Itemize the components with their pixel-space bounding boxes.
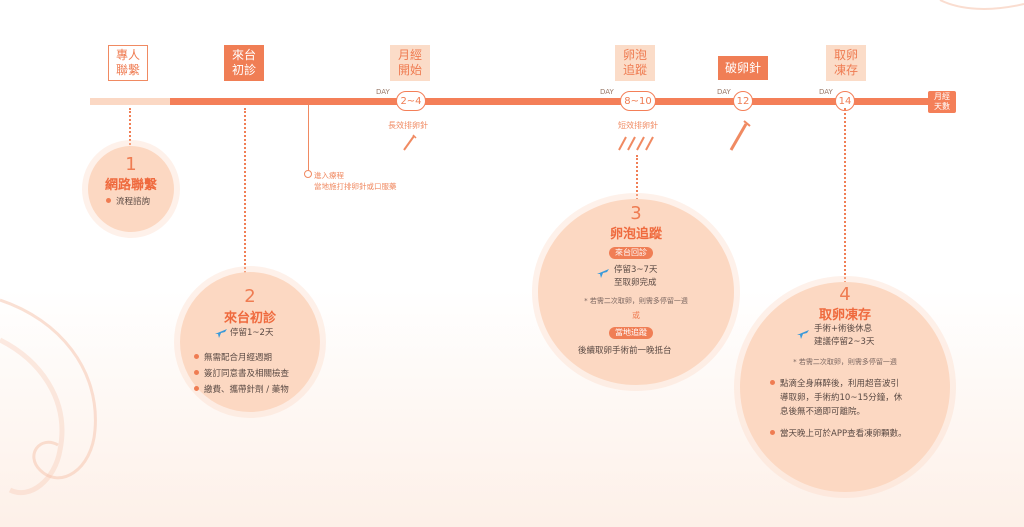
connector-3 xyxy=(636,155,638,200)
local-note-line xyxy=(308,105,309,173)
stage-visit: 來台 初診 xyxy=(224,45,264,81)
step3-note: * 若需二次取卵，則需多停留一週 xyxy=(584,297,688,305)
step2-circle: 2 來台初診 停留1~2天 無需配合月經週期 簽訂同意書及相關檢查 繳費、攜帶針… xyxy=(180,272,320,412)
local-note: 進入療程 當地施打排卵針或口服藥 xyxy=(314,171,397,191)
corner-decoration xyxy=(939,0,1024,10)
step4-item-1-line-3: 息後無不適即可離院。 xyxy=(780,407,866,417)
step3-or: 或 xyxy=(632,311,640,320)
cycle-day-label: 月經 天數 xyxy=(928,91,956,113)
step2-item-1: 無需配合月經週期 xyxy=(194,352,272,365)
day-label: DAY xyxy=(376,88,390,96)
day-label: DAY xyxy=(819,88,833,96)
stage-online: 專人 聯繫 xyxy=(108,45,148,81)
timeline-pre xyxy=(90,98,170,105)
stage-cycle-start: 月經 開始 xyxy=(390,45,430,81)
syringes-icon xyxy=(618,136,654,151)
stage-follicle: 卵泡 追蹤 xyxy=(615,45,655,81)
day-label: DAY xyxy=(600,88,614,96)
connector-4 xyxy=(844,108,846,283)
step3-local: 後續取卵手術前一晚抵台 xyxy=(578,346,672,356)
connector-2 xyxy=(244,108,246,273)
short-shot-label: 短效排卵針 xyxy=(618,121,658,130)
step1-circle: 1 網路聯繫 流程諮詢 xyxy=(88,146,174,232)
timeline-bar xyxy=(90,98,940,105)
plane-icon xyxy=(597,269,609,278)
local-note-dot xyxy=(304,170,312,178)
step3-stay-2: 至取卵完成 xyxy=(614,278,657,288)
step4-stay-1: 手術+術後休息 xyxy=(814,324,873,334)
step3-number: 3 xyxy=(630,203,642,224)
trigger-syringe-icon xyxy=(729,120,751,151)
step3-circle: 3 卵泡追蹤 來台回診 停留3~7天 至取卵完成 * 若需二次取卵，則需多停留一… xyxy=(538,199,734,385)
step4-item-2: 當天晚上可於APP查看凍卵顆數。 xyxy=(770,428,907,441)
step2-number: 2 xyxy=(244,286,256,307)
step2-title: 來台初診 xyxy=(223,311,276,326)
step4-note: * 若需二次取卵，則需多停留一週 xyxy=(793,358,897,366)
step4-number: 4 xyxy=(839,284,851,305)
step2-item-3: 繳費、攜帶針劑 / 藥物 xyxy=(194,384,289,397)
day-pill-8-10: 8~10 xyxy=(620,91,656,111)
day-label: DAY xyxy=(717,88,731,96)
plane-icon xyxy=(797,330,809,339)
step4-item-1-line-2: 導取卵，手術約10~15分鐘，休 xyxy=(780,393,903,403)
syringe-icon xyxy=(403,134,417,151)
step4-circle: 4 取卵凍存 手術+術後休息 建議停留2~3天 * 若需二次取卵，則需多停留一週… xyxy=(740,282,950,492)
plane-icon xyxy=(215,329,227,338)
day-pill-2-4: 2~4 xyxy=(396,91,426,111)
step4-stay-2: 建議停留2~3天 xyxy=(814,337,875,347)
step2-item-2: 簽訂同意書及相關檢查 xyxy=(194,368,289,381)
step1-item: 流程諮詢 xyxy=(106,196,150,209)
day-pill-12: 12 xyxy=(733,91,753,111)
step4-title: 取卵凍存 xyxy=(818,308,871,323)
connector-1 xyxy=(129,108,131,148)
step3-tag-local: 當地追蹤 xyxy=(609,327,653,339)
step1-number: 1 xyxy=(125,154,137,175)
step4-item-1: 點滴全身麻醉後，利用超音波引 xyxy=(770,378,899,391)
step3-tag-revisit: 來台回診 xyxy=(609,247,653,259)
stage-retrieve: 取卵 凍存 xyxy=(826,45,866,81)
stage-trigger: 破卵針 xyxy=(718,56,768,80)
step2-stay: 停留1~2天 xyxy=(230,328,274,338)
swirl-decoration xyxy=(0,298,97,496)
long-shot-label: 長效排卵針 xyxy=(388,121,428,130)
step1-title: 網路聯繫 xyxy=(104,178,157,193)
step3-title: 卵泡追蹤 xyxy=(609,227,662,242)
step3-stay-1: 停留3~7天 xyxy=(614,265,658,275)
